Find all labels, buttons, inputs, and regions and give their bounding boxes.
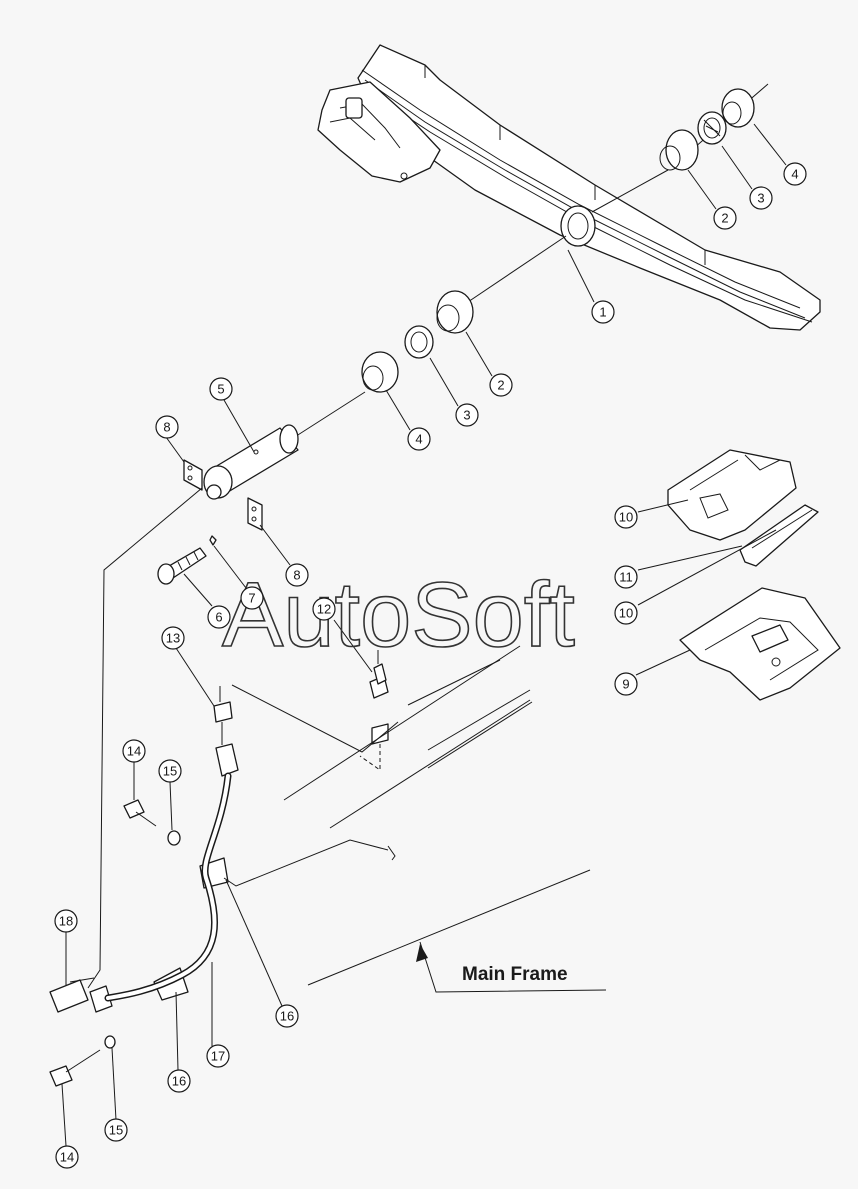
grease-line-assembly [49,650,396,1087]
callout-number: 14 [127,744,141,759]
callout-15: 15 [104,1118,128,1142]
watermark: AutoSoft [222,564,575,666]
lower-bushing-set [361,235,567,393]
callout-3: 3 [455,403,479,427]
callout-18: 18 [54,909,78,933]
callout-number: 10 [619,510,633,525]
callout-number: 3 [757,191,764,206]
callout-5: 5 [209,377,233,401]
callout-17: 17 [206,1044,230,1068]
callout-8: 8 [155,415,179,439]
main-frame-label: Main Frame [462,964,568,985]
main-frame-lines [223,645,591,986]
callout-13: 13 [161,626,185,650]
callout-number: 6 [215,610,222,625]
callout-9: 9 [614,672,638,696]
callout-number: 11 [619,570,633,585]
callout-12: 12 [312,597,336,621]
callout-11: 11 [614,565,638,589]
axle-beam [317,44,821,331]
callout-number: 8 [293,568,300,583]
callout-number: 10 [619,606,633,621]
callout-number: 13 [166,631,180,646]
callout-number: 16 [280,1009,294,1024]
callout-leaders [61,123,787,1147]
callout-number: 15 [163,764,177,779]
callout-14: 14 [55,1145,79,1169]
callout-14: 14 [122,739,146,763]
grease-hose-inner [106,774,230,1000]
callout-number: 7 [248,591,255,606]
callout-6: 6 [207,605,231,629]
callout-7: 7 [240,586,264,610]
callout-number: 4 [415,432,422,447]
callout-number: 18 [59,914,73,929]
callout-10: 10 [614,505,638,529]
frame-pads [667,449,841,701]
upper-bushing-set [591,83,769,213]
callout-number: 4 [791,167,798,182]
callout-16: 16 [167,1069,191,1093]
callout-number: 17 [211,1049,225,1064]
callout-number: 2 [721,211,728,226]
callout-number: 8 [163,420,170,435]
callout-number: 16 [172,1074,186,1089]
callout-number: 12 [317,602,331,617]
callout-8: 8 [285,563,309,587]
callout-1: 1 [591,300,615,324]
callout-number: 15 [109,1123,123,1138]
callout-16: 16 [275,1004,299,1028]
callout-number: 3 [463,408,470,423]
callout-4: 4 [783,162,807,186]
callout-2: 2 [713,206,737,230]
main-frame-annotation: Main Frame [416,941,607,993]
callout-number: 5 [217,382,224,397]
callout-2: 2 [489,373,513,397]
callout-15: 15 [158,759,182,783]
pivot-pin [87,391,366,989]
callout-number: 1 [599,305,606,320]
callout-number: 2 [497,378,504,393]
callout-10: 10 [614,601,638,625]
callout-4: 4 [407,427,431,451]
callout-number: 9 [622,677,629,692]
callout-number: 14 [60,1150,74,1165]
callout-3: 3 [749,186,773,210]
